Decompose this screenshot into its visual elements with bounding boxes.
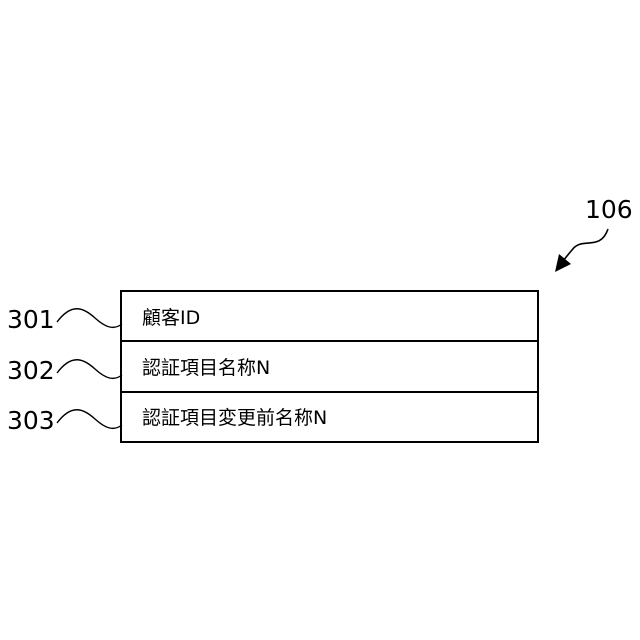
leader-303: [57, 410, 122, 429]
row-label: 認証項目名称N: [142, 353, 270, 380]
row-auth-item-previous-name: 認証項目変更前名称N: [122, 391, 537, 441]
arrowhead: [555, 254, 571, 272]
leader-302: [57, 360, 122, 379]
leader-301: [57, 309, 122, 328]
row-label: 認証項目変更前名称N: [142, 403, 327, 430]
row-label: 顧客ID: [142, 303, 200, 330]
row-customer-id: 顧客ID: [122, 292, 537, 340]
row-auth-item-name: 認証項目名称N: [122, 340, 537, 390]
data-structure-table: 顧客ID 認証項目名称N 認証項目変更前名称N: [120, 290, 539, 443]
